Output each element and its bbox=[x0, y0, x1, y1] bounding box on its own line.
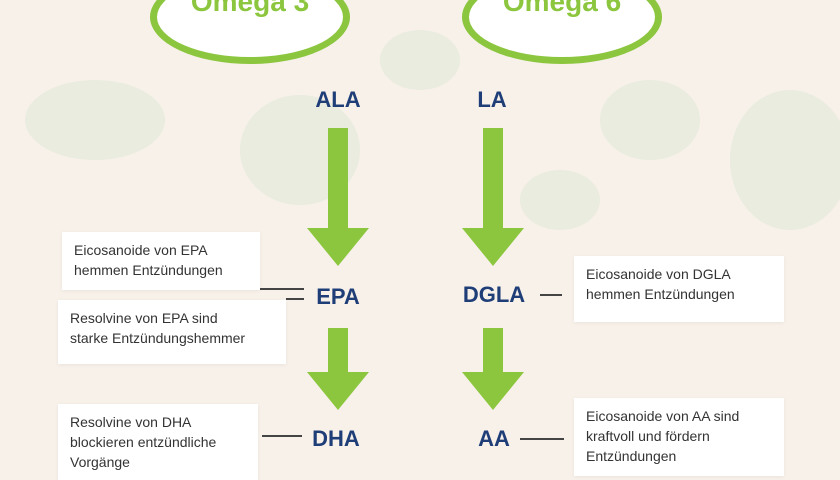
note-line: blockieren entzündliche bbox=[70, 434, 217, 450]
arrow-shape bbox=[307, 128, 369, 266]
node-dgla: DGLA bbox=[462, 282, 526, 307]
node-aa: AA bbox=[478, 426, 510, 451]
note-line: Vorgänge bbox=[70, 454, 130, 470]
note-line: Eicosanoide von AA sind bbox=[586, 408, 740, 424]
note-line: hemmen Entzündungen bbox=[586, 286, 735, 302]
note-line: Eicosanoide von DGLA bbox=[586, 266, 731, 282]
note-line: Eicosanoide von EPA bbox=[74, 242, 208, 258]
arrow-la-to-dgla bbox=[458, 128, 528, 266]
note-aa-eicosanoids: Eicosanoide von AA sind kraftvoll und fö… bbox=[574, 398, 784, 476]
arrow-ala-to-epa bbox=[303, 128, 373, 266]
node-epa: EPA bbox=[316, 284, 360, 309]
note-dgla-eicosanoids: Eicosanoide von DGLA hemmen Entzündungen bbox=[574, 256, 784, 322]
omega6-title: Omega 6 bbox=[502, 0, 622, 17]
note-line: Resolvine von DHA bbox=[70, 414, 192, 430]
note-epa-eicosanoids: Eicosanoide von EPA hemmen Entzündungen bbox=[62, 232, 260, 290]
note-epa-resolvins: Resolvine von EPA sind starke Entzündung… bbox=[58, 300, 286, 364]
connector-dgla bbox=[540, 294, 562, 296]
arrow-shape bbox=[307, 328, 369, 410]
arrow-dgla-to-aa bbox=[458, 328, 528, 410]
connector-aa bbox=[520, 438, 564, 440]
connector-epa-resolvins bbox=[286, 298, 304, 300]
note-dha-resolvins: Resolvine von DHA blockieren entzündlich… bbox=[58, 404, 258, 480]
note-line: hemmen Entzündungen bbox=[74, 262, 223, 278]
node-dha: DHA bbox=[312, 426, 360, 451]
arrow-shape bbox=[462, 128, 524, 266]
node-la: LA bbox=[477, 87, 507, 112]
omega3-title: Omega 3 bbox=[190, 0, 310, 17]
connector-epa-eicosanoids bbox=[260, 288, 304, 290]
note-line: kraftvoll und fördern bbox=[586, 428, 710, 444]
note-line: Resolvine von EPA sind bbox=[70, 310, 218, 326]
arrow-epa-to-dha bbox=[303, 328, 373, 410]
note-line: Entzündungen bbox=[586, 448, 677, 464]
note-line: starke Entzündungshemmer bbox=[70, 330, 246, 346]
node-ala: ALA bbox=[315, 87, 361, 112]
arrow-shape bbox=[462, 328, 524, 410]
connector-dha bbox=[262, 435, 302, 437]
